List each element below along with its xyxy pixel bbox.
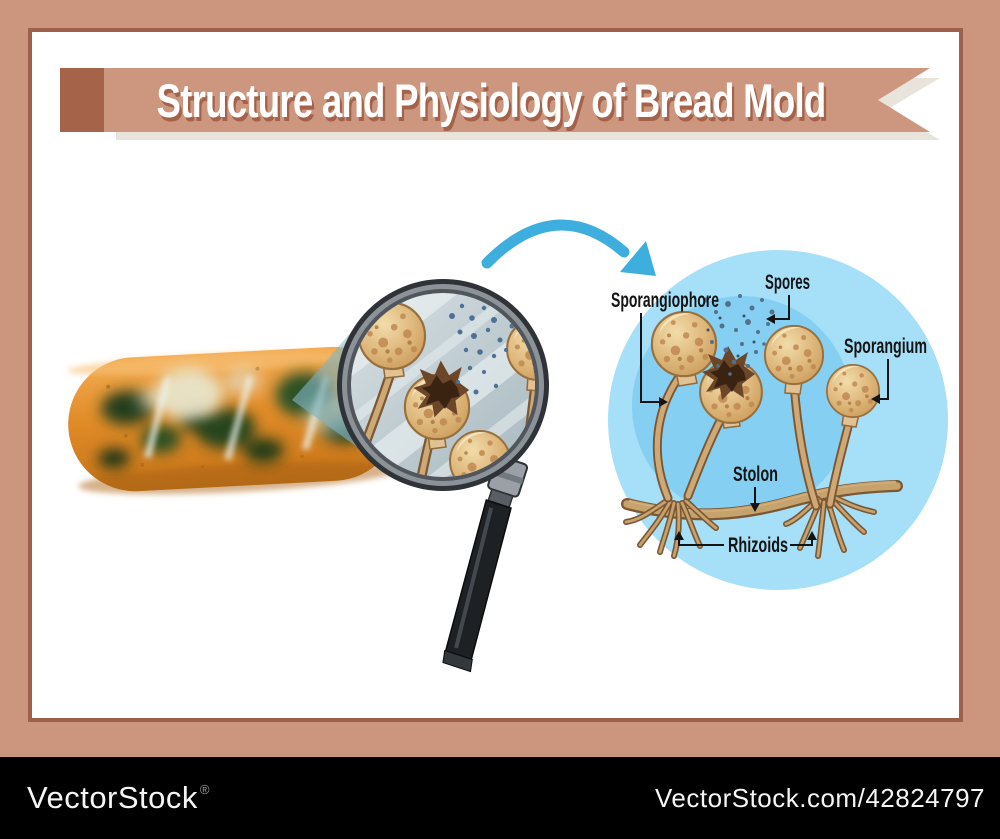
diagram-spore-dots	[703, 294, 775, 376]
banner-ribbon	[104, 68, 930, 132]
label-sporangium: Sporangium	[844, 334, 927, 358]
watermark-url: VectorStock.com/42824797	[655, 782, 985, 813]
watermark-bar: VectorStock® VectorStock.com/42824797	[0, 757, 1000, 839]
zoom-arrow-icon	[481, 219, 656, 276]
label-sporangiophore: Sporangiophore	[611, 288, 719, 312]
diagram-labels: Sporangiophore Spores Sporangium Stolon …	[611, 270, 927, 557]
diagram-sporangium	[650, 310, 718, 378]
page-title: Structure and Physiology of Bread Mold	[156, 73, 826, 127]
label-spores: Spores	[765, 270, 810, 294]
mold-structure-diagram: Sporangiophore Spores Sporangium Stolon …	[608, 250, 948, 590]
label-stolon: Stolon	[733, 462, 778, 486]
label-leader-arrowheads	[659, 314, 880, 540]
bread-mold-illustration: Sporangiophore Spores Sporangium Stolon …	[67, 219, 948, 673]
registered-trademark-icon: ®	[199, 782, 210, 797]
watermark-brand-text: VectorStock	[27, 780, 198, 815]
label-rhizoids: Rhizoids	[728, 533, 788, 557]
sporangiophore-stalks	[652, 369, 856, 511]
diagram-sporangium	[826, 364, 880, 418]
magnifier-handle	[442, 455, 529, 673]
diagram-sporangium	[763, 324, 825, 386]
banner-left-tab	[60, 68, 112, 132]
watermark-brand: VectorStock®	[27, 780, 210, 816]
